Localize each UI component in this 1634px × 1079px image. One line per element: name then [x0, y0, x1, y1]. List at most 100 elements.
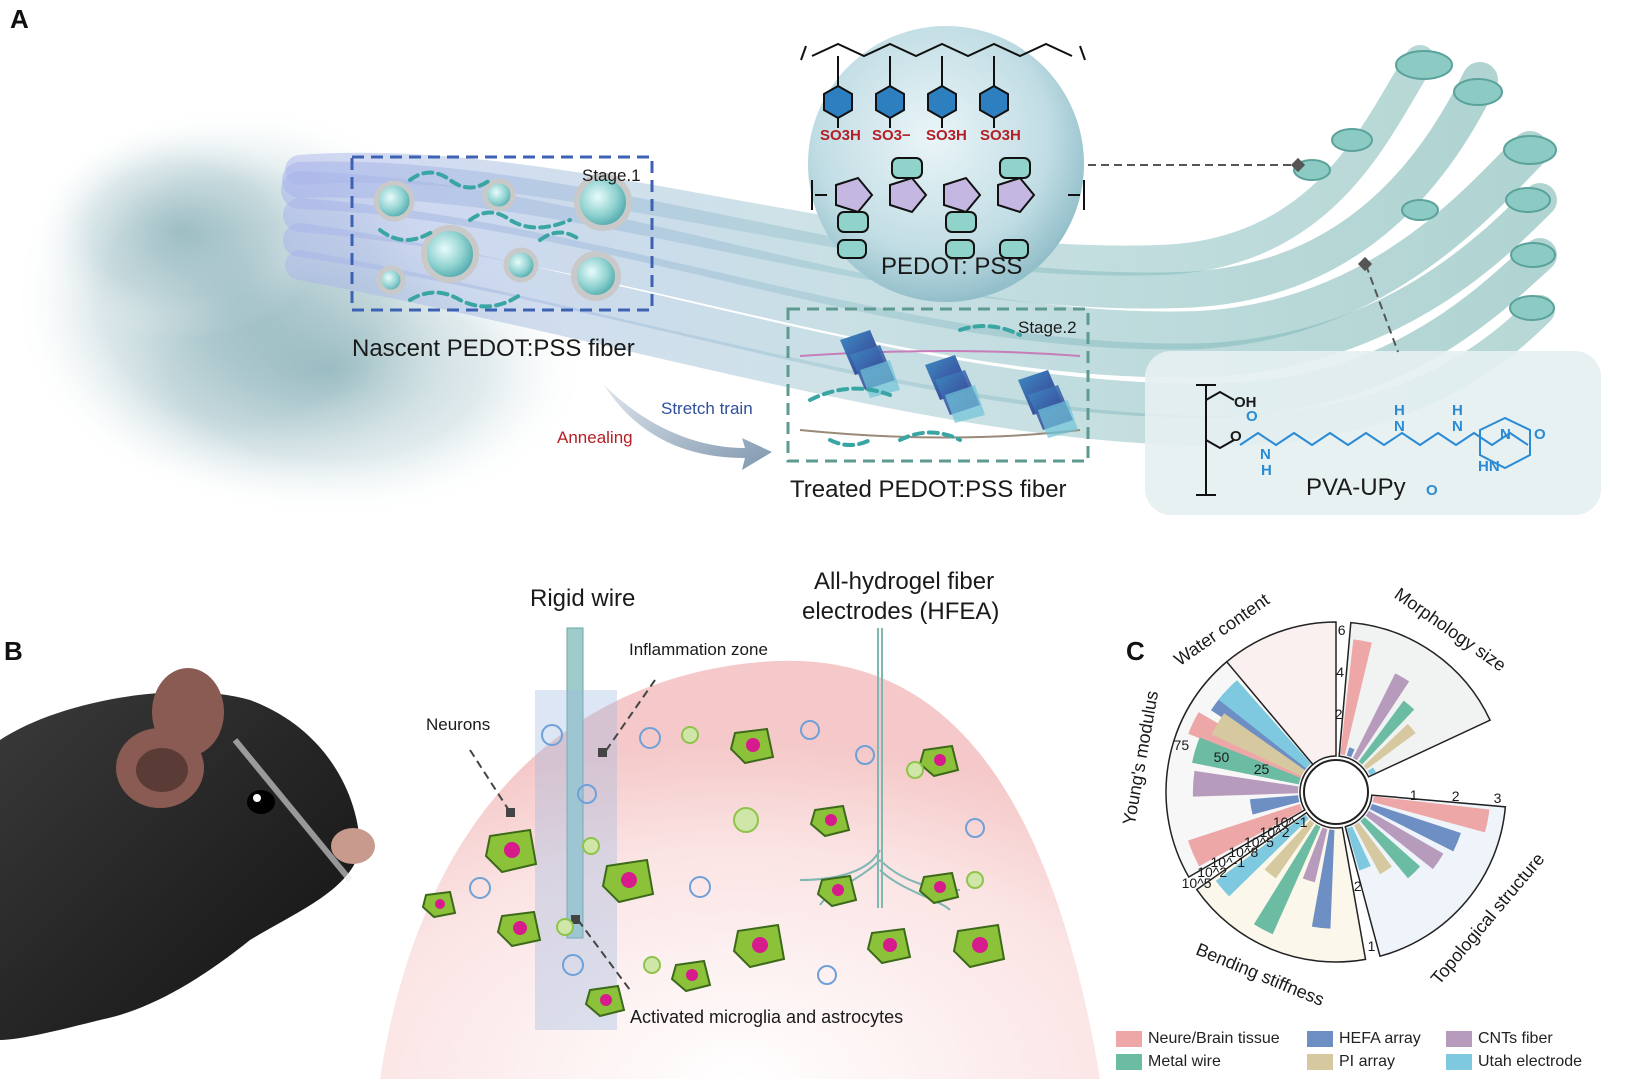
glial-cells [469, 720, 985, 985]
neuron-cells [421, 727, 1006, 1018]
panel-c-letter: C [1126, 636, 1145, 666]
pedot-pss-label: PEDOT: PSS [881, 253, 1023, 280]
chart-bar [1367, 767, 1376, 776]
chart-bar [1192, 770, 1299, 797]
radar-tick-label: 10^2 [1259, 823, 1290, 840]
pva-urea-n2: N [1452, 418, 1463, 435]
legend-swatch [1446, 1031, 1472, 1047]
legend-swatch [1307, 1031, 1333, 1047]
chart-bar [1215, 814, 1309, 897]
sulfonate-3: SO3H [926, 127, 967, 144]
legend-swatch [1116, 1054, 1142, 1070]
microglia-label: Activated microglia and astrocytes [630, 1007, 904, 1027]
rigid-wire [566, 627, 584, 939]
nascent-fiber-label: Nascent PEDOT:PSS fiber [352, 335, 635, 362]
chart-bar [1192, 737, 1301, 785]
radar-tick-label: 75 [1173, 736, 1190, 753]
inflammation-pointer [469, 679, 656, 991]
chart-bar [1302, 827, 1328, 883]
pva-urea-h1: H [1394, 402, 1405, 419]
pva-ester-o: O [1230, 428, 1242, 445]
chart-bar [1372, 796, 1490, 833]
radar-tick-label: 2 [1334, 706, 1343, 723]
legend-item: PI array [1307, 1053, 1395, 1073]
chart-bar [1249, 795, 1300, 815]
connector-node [1290, 157, 1306, 173]
sulfonate-1: SO3H [820, 127, 861, 144]
chart-bar [1346, 747, 1355, 758]
annealing-label: Annealing [557, 428, 633, 447]
chart-bar [1346, 826, 1371, 871]
panel-b-letter: B [4, 636, 23, 666]
inflammation-zone-label: Inflammation zone [629, 640, 768, 659]
legend-item: Metal wire [1116, 1053, 1221, 1073]
chart-bar [1253, 824, 1321, 935]
mouse-illustration [0, 668, 375, 1040]
chart-bar [1264, 819, 1315, 879]
connector-lines [1088, 164, 1399, 353]
radar-tick-label: 10^-1 [1210, 854, 1246, 871]
legend-label: HEFA array [1339, 1030, 1421, 1047]
chart-bar [1360, 817, 1421, 879]
stage2-box [786, 307, 1090, 463]
legend-item: Utah electrode [1446, 1053, 1582, 1073]
pva-urea-n1: N [1394, 418, 1405, 435]
chart-legend: Neure/Brain tissue HEFA array CNTs fiber… [1116, 1030, 1616, 1076]
pva-ring-hn: HN [1478, 458, 1500, 475]
chart-bar [1340, 639, 1372, 756]
pva-upy-panel [1145, 351, 1601, 515]
pva-ring-o: O [1534, 426, 1546, 443]
legend-swatch [1116, 1031, 1142, 1047]
pva-upy-structure [1196, 384, 1531, 496]
pva-amide-n: N [1260, 446, 1271, 463]
pointer-node [571, 915, 580, 924]
legend-label: Neure/Brain tissue [1148, 1030, 1280, 1047]
stage2-crystals [799, 324, 1081, 447]
pedot-structure [811, 157, 1085, 259]
pva-ring-n: N [1500, 426, 1511, 443]
radar-tick-label: 10^-1 [1272, 813, 1308, 830]
treated-fiber-label: Treated PEDOT:PSS fiber [790, 476, 1067, 503]
radar-tick-label: 1 [1409, 786, 1418, 803]
radar-tick-label: 50 [1213, 748, 1230, 765]
pva-hydroxyl: OH [1234, 394, 1257, 411]
stage2-label: Stage.2 [1018, 318, 1077, 337]
legend-label: PI array [1339, 1053, 1396, 1070]
stage1-bubbles [373, 170, 632, 309]
radar-tick-label: 25 [1253, 761, 1270, 778]
chart-bar [1311, 829, 1335, 929]
chart-bar [1369, 803, 1461, 852]
radar-tick-label: 10^5 [1181, 874, 1212, 891]
radar-tick-label: 10^2 [1197, 864, 1228, 881]
chart-bar [1188, 803, 1303, 867]
connector-node [1357, 256, 1373, 272]
legend-swatch [1307, 1054, 1333, 1070]
radar-hub [1303, 759, 1369, 825]
chart-bar [1211, 713, 1305, 777]
panel-a [10, 26, 1601, 520]
hfea-label-line1: All-hydrogel fiber [814, 568, 995, 595]
stage1-label: Stage.1 [582, 166, 641, 185]
chart-bar [1218, 680, 1311, 769]
neurons-label: Neurons [426, 715, 491, 734]
radar-tick-label: 6 [1337, 622, 1346, 639]
panel-c-chart [1165, 621, 1507, 963]
legend-item: CNTs fiber [1446, 1030, 1553, 1050]
chart-bar [1365, 810, 1444, 870]
radar-tick-label: 4 [1336, 664, 1345, 681]
radar-tick-label: 1 [1367, 937, 1376, 954]
panel-a-letter: A [10, 4, 29, 34]
pointer-node [598, 748, 607, 757]
radar-tick-label: 2 [1451, 788, 1460, 805]
legend-swatch [1446, 1054, 1472, 1070]
legend-label: Metal wire [1148, 1053, 1221, 1070]
radar-tick-label: 10^5 [1244, 834, 1274, 851]
pss-structure [800, 42, 1086, 128]
pva-amide-h: H [1261, 462, 1272, 479]
panel-b [0, 627, 1100, 1079]
chart-bar [1363, 723, 1416, 770]
chart-bar [1358, 700, 1415, 765]
sulfonate-2: SO3− [872, 127, 911, 144]
stretch-train-label: Stretch train [661, 399, 753, 418]
rigid-wire-label: Rigid wire [530, 585, 636, 612]
